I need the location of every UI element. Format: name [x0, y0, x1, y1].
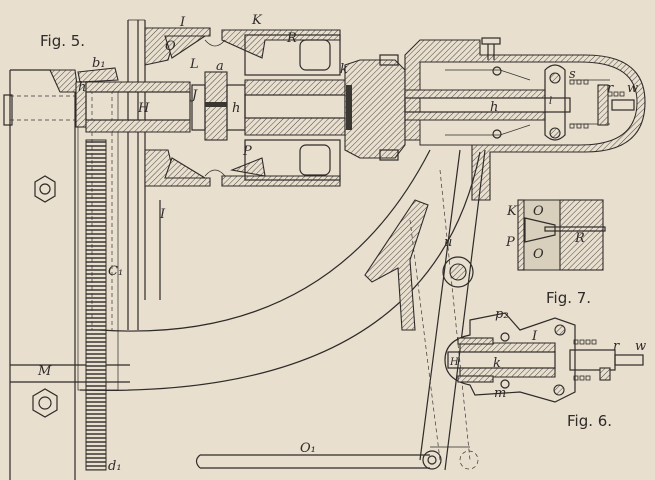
fig5-drawing [3, 19, 646, 480]
fig7-title: Fig. 7. [546, 289, 591, 307]
fig6-label-I: I [531, 329, 538, 344]
label-w: w [627, 81, 638, 96]
label-l: l [549, 96, 552, 107]
fig5-title: Fig. 5. [40, 32, 85, 50]
label-s: s [569, 67, 576, 82]
label-O1: O₁ [300, 441, 316, 456]
bolt-lower [32, 388, 58, 418]
fig7-drawing [517, 199, 606, 271]
label-b1: b₁ [92, 56, 106, 71]
fig6-label-p2: p₂ [495, 307, 509, 322]
label-a: a [216, 59, 224, 74]
fig7-label-O2: O [533, 247, 544, 262]
fig7-label-R: R [574, 231, 585, 246]
fig6-drawing [444, 312, 644, 403]
label-I-bottom: I [159, 207, 166, 222]
fig7-label-K: K [506, 204, 518, 219]
label-I-top: I [179, 15, 186, 30]
label-J: J [189, 88, 198, 103]
label-h-right: h [490, 100, 498, 115]
fig7-label-O: O [533, 204, 544, 219]
fig6-label-m: m [494, 386, 506, 401]
label-h-left: h [78, 80, 86, 95]
fig6-label-H: H [449, 357, 459, 368]
label-C1: C₁ [108, 264, 123, 279]
fig7-label-P: P [505, 235, 515, 250]
fig6-title: Fig. 6. [567, 412, 612, 430]
fig6-label-k: k [493, 356, 501, 371]
label-u: u [444, 235, 452, 250]
label-O-top: O [165, 39, 176, 54]
fig6-label-r: r [613, 339, 620, 354]
label-d1: d₁ [108, 459, 122, 474]
label-R: R [286, 31, 297, 46]
label-K: K [251, 13, 263, 28]
fig6-label-w: w [635, 339, 646, 354]
label-M: M [37, 364, 52, 379]
label-k: k [340, 62, 348, 77]
label-H: H [137, 101, 150, 116]
label-r: r [607, 81, 614, 96]
label-L: L [189, 57, 199, 72]
label-h-mid: h [232, 101, 240, 116]
bolt-upper [34, 175, 56, 203]
label-P: P [242, 144, 252, 159]
